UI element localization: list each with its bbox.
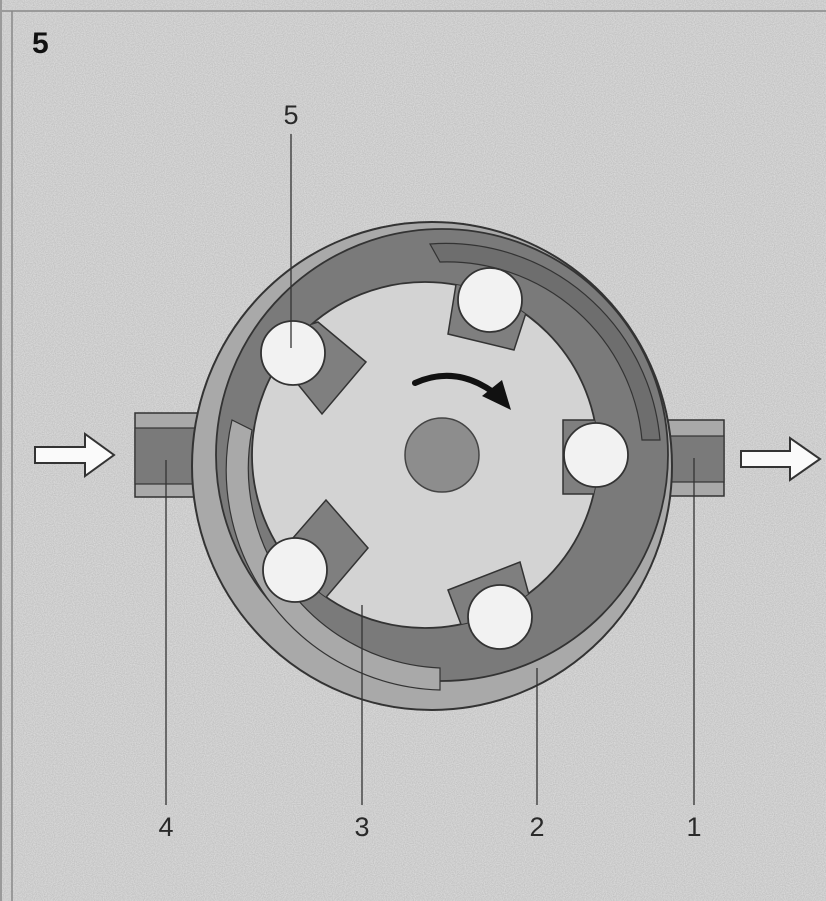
outlet-arrow-icon bbox=[740, 436, 822, 482]
label-roller: 5 bbox=[283, 100, 298, 130]
roller-lower-left bbox=[262, 537, 328, 603]
inlet-arrow-icon bbox=[34, 432, 116, 478]
roller-upper-left bbox=[260, 320, 326, 386]
housing-lip-lower bbox=[225, 419, 441, 691]
housing-lip-upper bbox=[429, 242, 661, 441]
label-outlet: 1 bbox=[686, 812, 701, 842]
roller-bottom bbox=[467, 584, 533, 650]
label-rotor: 3 bbox=[354, 812, 369, 842]
rotor-hub bbox=[404, 417, 480, 493]
figure-number: 5 bbox=[32, 27, 49, 60]
roller-top bbox=[457, 267, 523, 333]
curved-arrow-clockwise-icon bbox=[412, 372, 511, 410]
roller-right bbox=[563, 422, 629, 488]
label-inlet: 4 bbox=[158, 812, 173, 842]
label-housing: 2 bbox=[529, 812, 544, 842]
